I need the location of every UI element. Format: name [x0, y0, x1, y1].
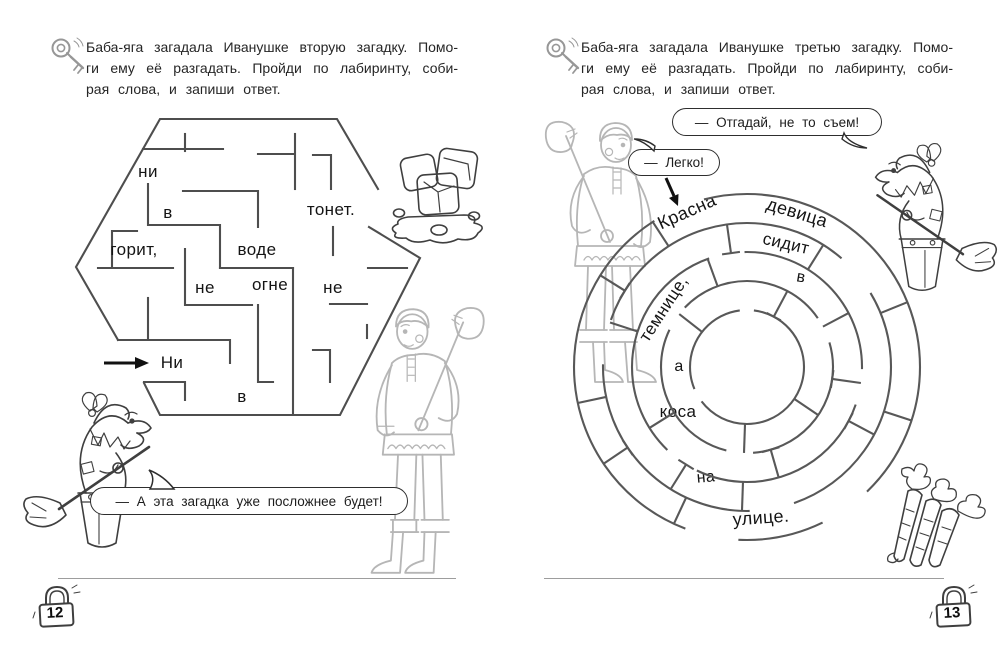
maze-word: в [237, 387, 247, 406]
lock-icon [32, 584, 81, 628]
speech-tail [148, 469, 176, 490]
page-number-badge: 13 [929, 580, 978, 630]
ivanushka-with-bundle [370, 307, 485, 574]
maze-word: горит, [110, 240, 158, 259]
speech-bubble-baba-yaga-right: — Отгадай, не то съем! [672, 108, 882, 136]
speech-text: — Легко! [644, 155, 704, 170]
maze-word: не [323, 278, 343, 297]
instruction-line: Баба-яга загадала Иванушке вторую загадк… [86, 39, 458, 55]
maze-word: тонет. [306, 200, 356, 219]
key-icon [546, 37, 580, 74]
lock-icon [929, 584, 978, 628]
instruction-line: Баба-яга загадала Иванушке третью загадк… [581, 39, 953, 55]
instruction-line: рая слова, и запиши ответ. [86, 81, 281, 97]
speech-bubble-baba-yaga-left: — А эта загадка уже посложнее будет! [90, 487, 408, 515]
maze-word: а [674, 358, 684, 375]
speech-text: — Отгадай, не то съем! [694, 114, 860, 130]
carrots [886, 463, 986, 568]
maze-word: ни [138, 162, 158, 181]
instruction-right: Баба-яга загадала Иванушке третью загадк… [581, 37, 953, 100]
hex-maze [74, 117, 422, 417]
key-icon [51, 37, 85, 74]
instruction-left: Баба-яга загадала Иванушке вторую загадк… [86, 37, 458, 100]
page-number: 13 [943, 604, 961, 622]
speech-tail [841, 130, 868, 149]
instruction-line: рая слова, и запиши ответ. [581, 81, 776, 97]
instruction-line: ги ему её разгадать. Пройди по лабиринту… [86, 60, 458, 76]
speech-tail [633, 138, 656, 153]
baba-yaga-in-mortar [23, 391, 152, 548]
arrow-icon [664, 177, 679, 206]
baba-yaga-in-mortar [874, 142, 998, 292]
ice-cubes [391, 147, 483, 244]
maze-word: в [163, 203, 173, 222]
speech-bubble-ivanushka: — Легко! [628, 149, 720, 176]
page-divider [58, 578, 456, 579]
maze-word: воде [237, 240, 277, 259]
speech-text: — А эта загадка уже посложнее будет! [115, 493, 383, 509]
page-divider [544, 578, 944, 579]
page-number-badge: 12 [32, 580, 81, 630]
maze-word: не [195, 278, 215, 297]
maze-word: огне [251, 275, 289, 294]
maze-word: Ни [160, 353, 184, 372]
page-number: 12 [46, 604, 64, 622]
instruction-line: ги ему её разгадать. Пройди по лабиринту… [581, 60, 953, 76]
arrow-icon [104, 357, 149, 369]
circle-maze [572, 192, 922, 542]
